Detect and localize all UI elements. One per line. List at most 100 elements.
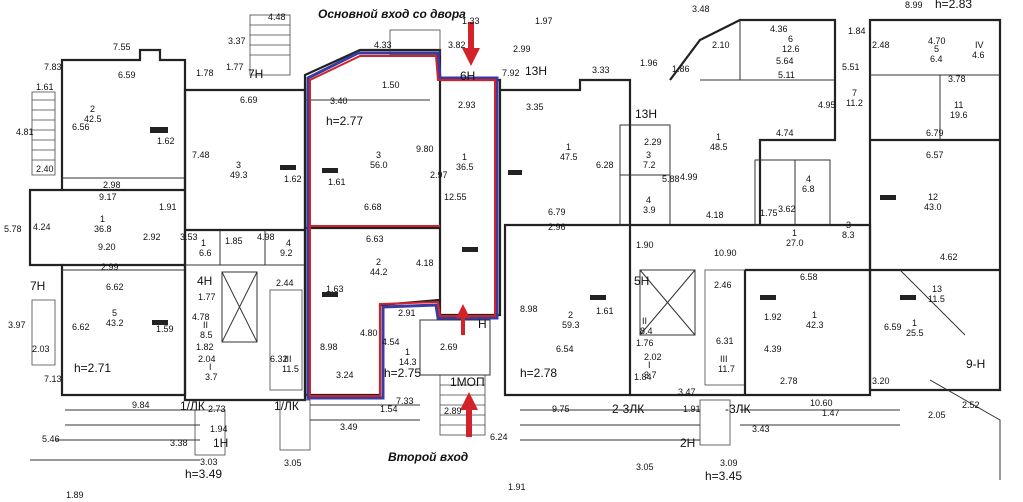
- dimension-label: 6.59: [884, 322, 902, 332]
- dimension-label: 4.54: [382, 337, 400, 347]
- dimension-label: 1.76: [636, 338, 654, 348]
- dimension-label: 2.97: [430, 170, 448, 180]
- room-list: 2 42.5 3 49.3 1 36.8 5 43.2 1 6.6 4 9.2 …: [84, 34, 985, 382]
- dimension-label: 6.62: [72, 322, 90, 332]
- height-bottom-left: h=3.49: [185, 467, 222, 481]
- dimension-label: 6.79: [548, 207, 566, 217]
- dimension-label: 6.57: [926, 150, 944, 160]
- dimension-label: 2.40: [36, 164, 54, 174]
- room-area: 43.0: [924, 202, 942, 212]
- dimension-label: 4.39: [764, 344, 782, 354]
- room-number: 13: [932, 284, 942, 294]
- label-2h: 2Н: [680, 436, 695, 450]
- dimension-label: 3.24: [336, 370, 354, 380]
- room-number: 11: [954, 100, 963, 110]
- dimension-label: 4.24: [33, 222, 51, 232]
- dimension-label: 6.32: [270, 354, 288, 364]
- room-area: 49.3: [230, 170, 248, 180]
- dimension-label: 1.97: [535, 16, 553, 26]
- dimension-label: 1.78: [196, 68, 214, 78]
- dimension-label: 10.60: [810, 398, 833, 408]
- dimension-label: 4.33: [374, 40, 392, 50]
- dimension-label: 3.35: [526, 102, 544, 112]
- label-4h: 4Н: [197, 274, 212, 288]
- dimension-label: 1.86: [672, 64, 690, 74]
- dimension-label: 6.56: [72, 122, 90, 132]
- dimension-label: 1.61: [36, 82, 54, 92]
- dimension-label: 3.43: [752, 424, 770, 434]
- dimension-label: 1.75: [760, 208, 778, 218]
- room-number: II: [642, 316, 647, 326]
- room-number: 2: [376, 257, 381, 267]
- room-area: 47.5: [560, 152, 578, 162]
- dimension-label: 1.47: [822, 408, 840, 418]
- room-area: 8.3: [842, 230, 855, 240]
- room-area: 11.5: [282, 364, 299, 374]
- dimension-label: 4.74: [776, 128, 794, 138]
- label-1h: 1Н: [213, 436, 228, 450]
- dimension-label: 3.49: [340, 422, 358, 432]
- dimension-label: 1.50: [382, 80, 400, 90]
- dimension-label: 3.05: [284, 458, 302, 468]
- dimension-label: 3.53: [180, 232, 198, 242]
- label-13h-a: 13Н: [525, 64, 547, 78]
- dimension-label: 3.09: [720, 458, 738, 468]
- dimension-label: 2.89: [444, 406, 462, 416]
- room-area: 42.3: [806, 320, 824, 330]
- room-area: 8.4: [640, 326, 653, 336]
- dimension-label: 1.90: [636, 240, 654, 250]
- room-number: II: [203, 320, 208, 330]
- room-area: 44.2: [370, 267, 388, 277]
- dimension-label: 5.46: [42, 434, 60, 444]
- dimension-label: 9.20: [98, 242, 116, 252]
- dimension-label: 6.58: [800, 272, 818, 282]
- dimension-label: 3.62: [778, 204, 796, 214]
- label-6h: 6Н: [460, 69, 475, 83]
- room-number: 1: [792, 228, 797, 238]
- dimension-label: 1.94: [210, 424, 228, 434]
- dimension-label: 8.98: [320, 342, 338, 352]
- room-area: 3.7: [205, 372, 218, 382]
- inner-entrance-arrow: [456, 304, 470, 335]
- dimension-label: 6.28: [596, 160, 614, 170]
- room-number: 3: [236, 160, 241, 170]
- dimension-label: 2.93: [458, 100, 476, 110]
- dimension-label: 4.48: [268, 12, 286, 22]
- height-bottom-right: h=3.45: [705, 469, 742, 483]
- walls: [28, 14, 1002, 480]
- room-area: 12.6: [782, 44, 800, 54]
- dimension-label: 2.48: [872, 40, 890, 50]
- room-area: 11.7: [718, 364, 735, 374]
- dimension-label: 2.99: [101, 262, 119, 272]
- room-number: III: [720, 354, 728, 364]
- dimension-label: 12.55: [444, 192, 467, 202]
- label-7h-top: 7Н: [248, 67, 263, 81]
- room-number: 4: [806, 174, 811, 184]
- dimension-label: 2.05: [928, 410, 946, 420]
- dimension-label: 1.61: [596, 306, 614, 316]
- dimension-label: 2.96: [548, 222, 566, 232]
- label-7h-left: 7Н: [30, 279, 45, 293]
- room-number: 1: [566, 142, 571, 152]
- room-number: 5: [934, 44, 939, 54]
- room-number: 1: [462, 152, 467, 162]
- dimension-label: 5.88: [662, 174, 680, 184]
- dimension-label: 6.59: [118, 70, 136, 80]
- dimension-label: 6.24: [490, 432, 508, 442]
- dimension-label: 4.70: [928, 36, 946, 46]
- height-right: h=2.78: [520, 366, 557, 380]
- dimension-label: 5.11: [778, 70, 795, 80]
- dimension-label: 3.33: [592, 65, 610, 75]
- dimension-label: 4.95: [818, 100, 836, 110]
- dimension-label: 8.98: [520, 304, 538, 314]
- room-area: 19.6: [950, 110, 968, 120]
- dimension-label: 2.73: [208, 404, 226, 414]
- dimension-label: 9.75: [552, 404, 570, 414]
- room-number: 1: [812, 310, 817, 320]
- room-number: 5: [112, 308, 117, 318]
- dimension-label: 2.69: [440, 342, 458, 352]
- room-area: 43.2: [106, 318, 124, 328]
- room-number: 3: [846, 220, 851, 230]
- dimension-label: 4.98: [257, 232, 275, 242]
- dimension-label: 6.63: [366, 234, 384, 244]
